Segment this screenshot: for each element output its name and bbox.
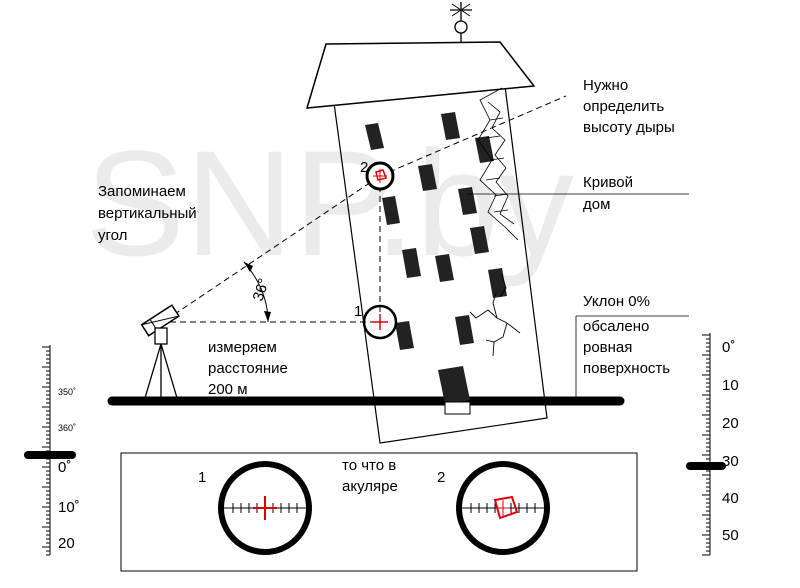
right-scale-label: 40: [722, 490, 739, 507]
svg-text:расстояние: расстояние: [208, 360, 288, 377]
house-roof: [305, 41, 536, 109]
remember-angle-label: Запоминаем вертикальный угол: [98, 183, 197, 244]
house-door: [444, 401, 471, 415]
target-label: Нужно определить высоту дыры: [583, 77, 675, 136]
svg-text:Нужно: Нужно: [583, 77, 628, 94]
right-scale-label: 10: [722, 377, 739, 394]
surface-label: обсалено ровная поверхность: [583, 318, 670, 377]
svg-text:вертикальный: вертикальный: [98, 205, 197, 222]
right-scale-label: 0˚: [722, 339, 735, 356]
right-scale-label: 20: [722, 415, 739, 432]
left-vertical-scale: 350˚ 360˚ 0˚ 10˚ 20: [24, 345, 80, 556]
left-scale-label: 360˚: [58, 423, 76, 433]
slope-label: Уклон 0%: [583, 293, 650, 310]
theodolite-icon: [140, 304, 180, 399]
svg-text:200 м: 200 м: [208, 381, 248, 398]
left-scale-label: 20: [58, 535, 75, 552]
svg-text:дом: дом: [583, 196, 610, 213]
house-windows: [365, 112, 507, 404]
wall-hole: [477, 87, 519, 241]
svg-text:Запоминаем: Запоминаем: [98, 183, 186, 200]
target-point-2: [365, 161, 395, 191]
eyepiece-view-2: [456, 461, 550, 555]
eyepiece-1-number: 1: [198, 469, 206, 486]
eyepiece-2-number: 2: [437, 469, 445, 486]
point-1-label: 1: [354, 303, 362, 320]
tilted-house: [305, 2, 548, 444]
wall-cracks: [469, 274, 521, 357]
svg-text:поверхность: поверхность: [583, 360, 670, 377]
svg-text:то что в: то что в: [342, 457, 396, 474]
target-point-1: [362, 304, 398, 340]
svg-text:ровная: ровная: [583, 339, 632, 356]
angle-arrow-bottom: [264, 311, 271, 322]
watermark: SNP.by: [85, 119, 574, 287]
svg-text:обсалено: обсалено: [583, 318, 649, 335]
right-scale-label: 30: [722, 453, 739, 470]
eyepiece-panel: [120, 452, 638, 572]
eyepiece-view-1: [218, 461, 312, 555]
svg-text:измеряем: измеряем: [208, 339, 277, 356]
left-scale-label: 0˚: [58, 459, 71, 476]
right-vertical-scale: 0˚ 10 20 30 40 50: [686, 333, 739, 556]
svg-text:акуляре: акуляре: [342, 478, 398, 495]
svg-text:угол: угол: [98, 227, 127, 244]
eyepiece-title: то что в акуляре: [342, 457, 398, 495]
angle-label: 36°: [250, 276, 273, 303]
point-2-label: 2: [360, 159, 368, 176]
house-label: Кривой дом: [583, 174, 633, 213]
antenna-icon: [450, 2, 472, 42]
svg-text:Кривой: Кривой: [583, 174, 633, 191]
angle-arrow-top: [244, 262, 253, 272]
svg-text:определить: определить: [583, 98, 664, 115]
svg-text:высоту дыры: высоту дыры: [583, 119, 675, 136]
left-scale-label: 350˚: [58, 387, 76, 397]
left-scale-label: 10˚: [58, 499, 80, 516]
sighting-lines: [165, 95, 567, 323]
right-scale-label: 50: [722, 527, 739, 544]
sight-line-upper: [165, 175, 381, 321]
measure-distance-label: измеряем расстояние 200 м: [208, 339, 288, 398]
